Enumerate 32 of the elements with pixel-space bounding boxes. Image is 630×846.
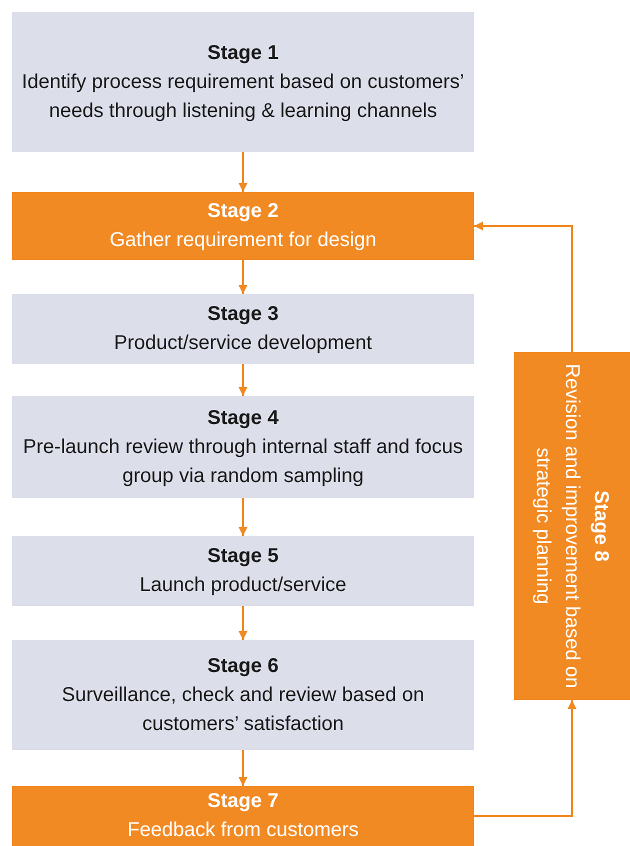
process-box (12, 192, 474, 260)
arrow (238, 606, 248, 640)
stage-heading: Stage 3 (207, 302, 279, 327)
arrow (238, 152, 248, 192)
stage-heading: Stage 7 (207, 789, 279, 814)
stage-description: Launch product/service (140, 573, 346, 598)
stage-description: Pre-launch review through internal staff and focus group via random sampling (22, 434, 464, 488)
process-box (12, 12, 474, 152)
stage-heading: Stage 4 (207, 406, 279, 430)
arrow (238, 750, 248, 786)
arrow (238, 498, 248, 536)
stage-description: Product/service development (114, 331, 372, 356)
stage-description: Feedback from customers (127, 818, 359, 843)
stage-description: Surveillance, check and review based on customers’ satisfaction (60, 682, 426, 736)
process-box (12, 786, 474, 846)
stage-heading: Stage 8 (590, 490, 614, 562)
stage-heading: Stage 2 (207, 199, 279, 224)
process-box (514, 352, 630, 700)
stage-heading: Stage 1 (207, 40, 279, 66)
arrow (238, 260, 248, 294)
arrow (474, 700, 576, 817)
process-box (12, 396, 474, 498)
stage-description: Gather requirement for design (110, 228, 376, 253)
stage-heading: Stage 5 (207, 544, 279, 569)
process-box (12, 640, 474, 750)
process-box (12, 294, 474, 364)
arrow (238, 364, 248, 396)
process-box (12, 536, 474, 606)
stage-heading: Stage 6 (207, 654, 279, 678)
arrow (474, 222, 573, 352)
stage-description: Revision and improvement based on strategic planning (532, 362, 584, 690)
stage-description: Identify process requirement based on customers’ needs through listening & learning channels (20, 70, 466, 124)
